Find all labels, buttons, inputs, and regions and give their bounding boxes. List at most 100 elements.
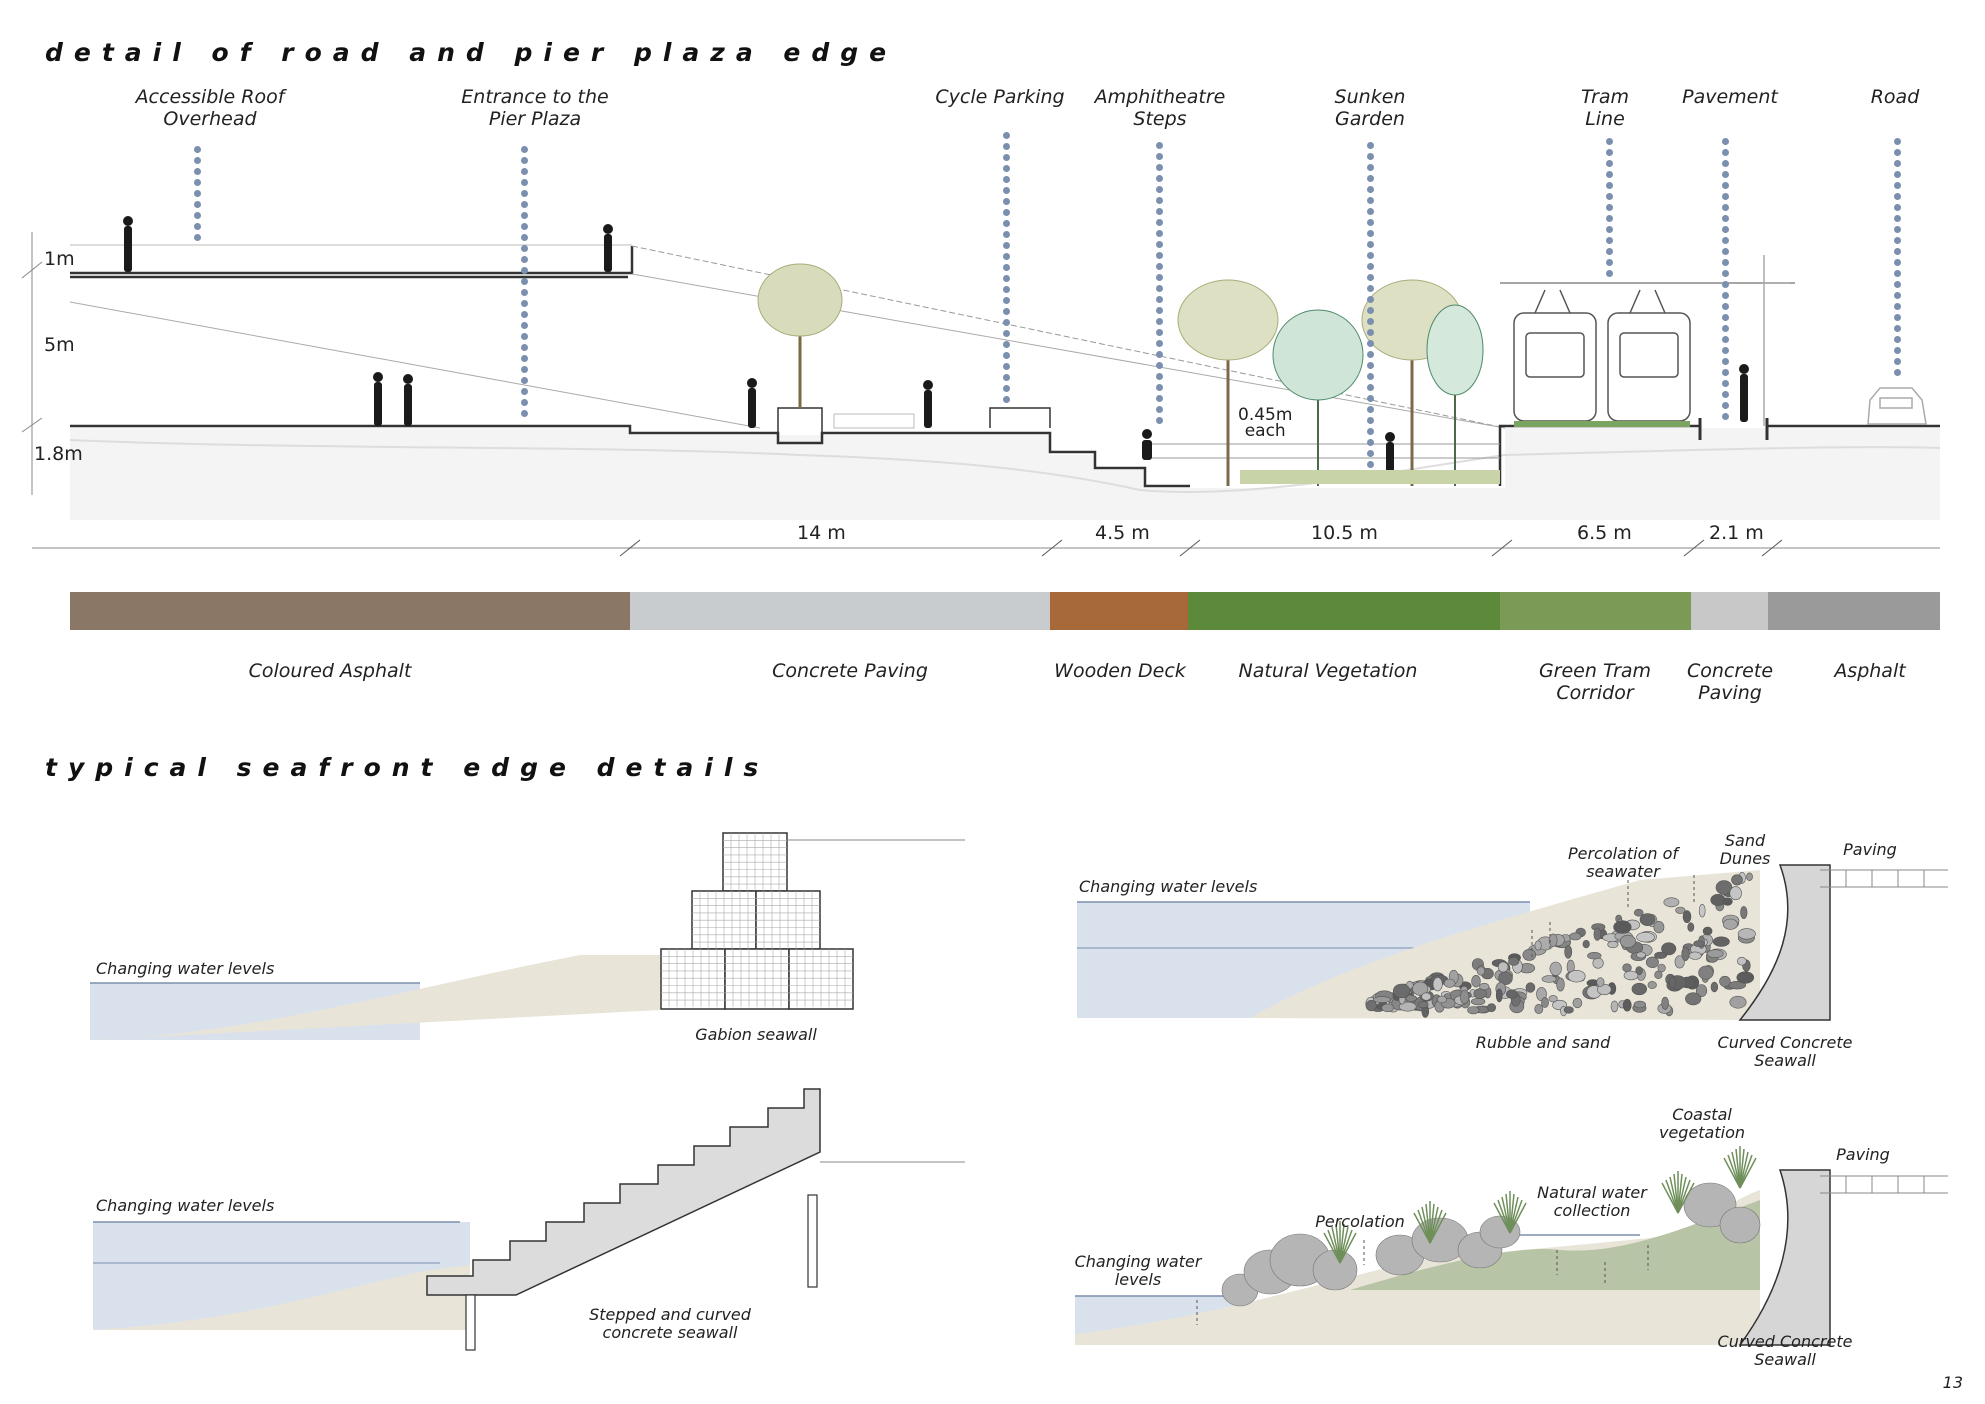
marker-dot xyxy=(1003,275,1010,282)
rubble-caption: Rubble and sand xyxy=(1475,1033,1611,1052)
marker-dot xyxy=(194,234,201,241)
rubble-water-label: Changing water levels xyxy=(1079,877,1258,896)
marker-dot xyxy=(1722,292,1729,299)
marker-dot xyxy=(194,223,201,230)
marker-dot xyxy=(1367,329,1374,336)
marker-dot xyxy=(194,212,201,219)
marker-dot xyxy=(1156,219,1163,226)
marker-dot xyxy=(1003,242,1010,249)
marker-dot xyxy=(1894,160,1901,167)
marker-dot xyxy=(1894,193,1901,200)
marker-dot xyxy=(521,322,528,329)
marker-dot xyxy=(521,289,528,296)
marker-dot xyxy=(1606,138,1613,145)
marker-dot xyxy=(1722,171,1729,178)
marker-dot xyxy=(1722,270,1729,277)
marker-dot xyxy=(1156,274,1163,281)
marker-dot xyxy=(1606,215,1613,222)
marker-dot xyxy=(1003,396,1010,403)
marker-dot xyxy=(1722,380,1729,387)
marker-dot xyxy=(1722,237,1729,244)
marker-dot xyxy=(521,267,528,274)
gabion-detail xyxy=(90,832,965,1040)
height-1-8m: 1.8m xyxy=(34,443,83,465)
marker-dot xyxy=(1894,314,1901,321)
marker-dot xyxy=(1606,182,1613,189)
marker-dot xyxy=(1367,362,1374,369)
marker-dot xyxy=(1156,241,1163,248)
dimension-6-5m: 6.5 m xyxy=(1577,522,1632,544)
marker-dot xyxy=(1722,402,1729,409)
marker-dot xyxy=(194,179,201,186)
marker-dot xyxy=(1722,248,1729,255)
roof-slab xyxy=(70,246,634,279)
marker-dot xyxy=(1367,340,1374,347)
marker-dot xyxy=(1367,197,1374,204)
veg-paving-label: Paving xyxy=(1836,1145,1890,1164)
marker-dot xyxy=(1894,369,1901,376)
car xyxy=(1867,387,1927,425)
marker-dot xyxy=(1156,153,1163,160)
marker-dot xyxy=(521,344,528,351)
marker-dot xyxy=(1722,160,1729,167)
trees xyxy=(757,263,1500,486)
marker-dot xyxy=(1156,296,1163,303)
marker-dot xyxy=(1367,175,1374,182)
marker-dot xyxy=(1367,153,1374,160)
material-swatch-concrete-paving-2 xyxy=(1691,592,1768,630)
marker-dot xyxy=(1003,231,1010,238)
marker-dot xyxy=(1156,329,1163,336)
marker-dot xyxy=(1367,428,1374,435)
ground-fill xyxy=(70,428,1940,520)
marker-dot xyxy=(1894,325,1901,332)
dimension-4-5m: 4.5 m xyxy=(1095,522,1150,544)
marker-dot xyxy=(1722,226,1729,233)
marker-dot xyxy=(1722,369,1729,376)
marker-dot xyxy=(521,157,528,164)
marker-dot xyxy=(1894,248,1901,255)
marker-dot xyxy=(1156,164,1163,171)
marker-dot xyxy=(1606,270,1613,277)
marker-dot xyxy=(1367,417,1374,424)
gabion-water-label: Changing water levels xyxy=(96,959,275,978)
marker-dot xyxy=(1156,395,1163,402)
marker-dot xyxy=(1156,417,1163,424)
marker-dot xyxy=(1367,285,1374,292)
material-label-asphalt: Asphalt xyxy=(1834,660,1906,682)
marker-dot xyxy=(1894,182,1901,189)
material-swatch-green-tram-corridor xyxy=(1500,592,1691,630)
marker-dot xyxy=(194,190,201,197)
marker-dot xyxy=(1722,303,1729,310)
marker-dot xyxy=(1003,319,1010,326)
marker-dot xyxy=(1722,215,1729,222)
marker-dot xyxy=(1894,171,1901,178)
marker-dot xyxy=(1156,340,1163,347)
marker-dot xyxy=(1367,263,1374,270)
material-label-coloured-asphalt: Coloured Asphalt xyxy=(248,660,412,682)
marker-dot xyxy=(521,212,528,219)
marker-dot xyxy=(1722,193,1729,200)
marker-dot xyxy=(1367,241,1374,248)
secondary-title: typical seafront edge details xyxy=(45,753,770,782)
marker-dot xyxy=(194,201,201,208)
marker-dot xyxy=(1894,358,1901,365)
stepped-water-label: Changing water levels xyxy=(96,1196,275,1215)
marker-dot xyxy=(1722,259,1729,266)
marker-dot xyxy=(1367,186,1374,193)
marker-dot xyxy=(1606,237,1613,244)
marker-dot xyxy=(1894,204,1901,211)
marker-dot xyxy=(1606,193,1613,200)
marker-dot xyxy=(521,311,528,318)
marker-dot xyxy=(1894,292,1901,299)
marker-dot xyxy=(1606,149,1613,156)
material-swatch-asphalt xyxy=(1768,592,1940,630)
marker-dot xyxy=(1606,259,1613,266)
marker-dot xyxy=(1894,347,1901,354)
height-5m: 5m xyxy=(44,334,75,356)
